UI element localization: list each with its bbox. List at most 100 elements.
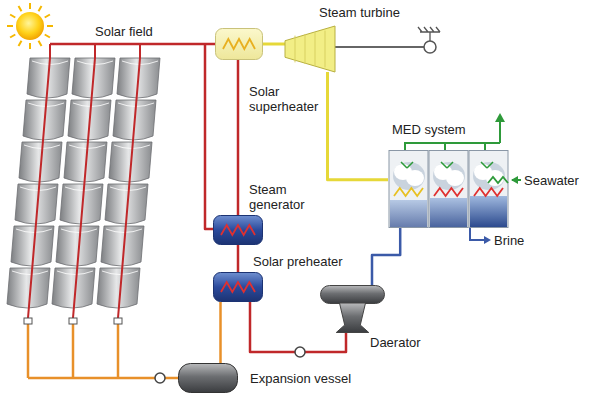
steam-turbine-outline <box>285 26 335 72</box>
parabolic-trough <box>73 44 95 318</box>
med-unit-outline <box>430 198 467 227</box>
oil-pipe <box>50 43 215 46</box>
component-label: Daerator <box>370 335 421 350</box>
pipe-connector <box>250 302 346 352</box>
med-unit-outline <box>401 162 413 168</box>
steam-turbine-outline <box>295 36 296 63</box>
steam-pipe <box>335 46 424 48</box>
parabolic-trough <box>57 271 93 275</box>
med-unit-outline <box>394 188 423 196</box>
expansion-vessel-outline <box>178 363 238 393</box>
steam-pipe <box>335 47 521 244</box>
med-unit-outline <box>488 177 508 183</box>
med-unit-outline <box>441 162 453 168</box>
heat-exchanger-outline <box>221 225 255 235</box>
med-unit-outline <box>446 170 464 186</box>
heat-exchanger-outline <box>213 215 263 245</box>
med-unit-outline <box>406 170 424 186</box>
stream-label: Seawater <box>524 173 579 188</box>
expansion-vessel: Expansion vessel <box>178 363 238 393</box>
steam-turbine-outline <box>315 32 316 65</box>
med-unit-outline <box>390 200 427 227</box>
sun-icon <box>10 15 15 18</box>
daerator-tank-outline <box>336 303 369 333</box>
med-unit-outline <box>434 188 463 196</box>
oil-pipe <box>205 44 213 229</box>
heat-exchanger-outline <box>213 272 263 302</box>
parabolic-trough <box>61 229 97 233</box>
pipe-connector <box>263 43 285 46</box>
pump-symbol <box>295 347 305 357</box>
sun-icon <box>47 25 53 27</box>
heat-exchanger: Solar superheater <box>215 28 263 60</box>
heat-exchanger-outline <box>214 216 263 245</box>
sun-icon <box>45 35 50 38</box>
pump-symbol <box>155 373 165 383</box>
daerator-tank: Daerator <box>320 285 385 333</box>
daerator-tank-outline <box>321 286 385 304</box>
electric-generator <box>424 41 436 53</box>
parabolic-trough <box>12 271 48 275</box>
parabolic-trough <box>102 271 138 275</box>
component-label: Solar superheater <box>249 84 323 114</box>
stream-label: Solar field <box>95 24 153 39</box>
component-label: Steam turbine <box>319 5 400 20</box>
sun-icon <box>39 6 42 11</box>
heat-exchanger-outline <box>214 273 263 302</box>
sun-icon <box>16 12 44 40</box>
electric-generator <box>418 27 440 53</box>
component-label: Expansion vessel <box>250 371 351 386</box>
heat-exchanger: Solar preheater <box>213 272 263 302</box>
parabolic-trough <box>28 44 50 318</box>
parabolic-trough <box>27 318 30 378</box>
sun-icon <box>7 25 13 27</box>
steam-pipe <box>495 113 505 122</box>
pipe-connector <box>372 228 400 285</box>
sun-icon <box>29 43 31 49</box>
med-unit-outline <box>469 151 508 228</box>
sun-icon <box>45 15 50 18</box>
steam-turbine-outline <box>325 31 326 68</box>
sun-icon <box>39 41 42 46</box>
parabolic-trough <box>16 229 52 233</box>
heat-exchanger-outline <box>215 28 263 60</box>
heat-exchanger-outline <box>216 29 263 60</box>
sun-icon <box>19 6 22 11</box>
daerator-tank-outline <box>320 285 385 333</box>
med-unit-outline <box>473 162 505 190</box>
heat-exchanger-outline <box>221 282 255 292</box>
steam-pipe <box>511 176 518 184</box>
parabolic-trough <box>24 318 32 324</box>
heat-exchanger-outline <box>223 39 255 49</box>
med-unit-outline <box>470 196 507 227</box>
component-label: MED system <box>392 122 466 137</box>
component-label: Steam generator <box>249 182 321 212</box>
med-unit-outline <box>433 162 465 190</box>
med-unit-outline <box>393 162 425 190</box>
med-unit-outline <box>481 162 493 168</box>
parabolic-trough <box>106 229 142 233</box>
pipe-connector <box>237 245 240 272</box>
sun-icon <box>19 41 22 46</box>
pipe-connector <box>219 302 222 363</box>
sun-icon <box>10 35 15 38</box>
med-unit-outline <box>388 150 510 228</box>
sun-icon <box>7 3 53 49</box>
steam-turbine-outline <box>305 34 306 64</box>
med-unit: MED system <box>388 150 510 228</box>
med-unit-outline <box>429 151 468 228</box>
stream-label: Brine <box>494 233 524 248</box>
parabolic-trough <box>114 318 122 324</box>
expansion-vessel-outline <box>179 364 238 393</box>
pipe-connector <box>237 60 240 215</box>
parabolic-trough <box>7 44 160 378</box>
parabolic-trough <box>118 44 140 318</box>
sun-icon <box>29 3 31 9</box>
med-unit-outline <box>389 151 428 228</box>
component-label: Solar preheater <box>253 254 343 269</box>
oil-pipe <box>28 44 215 378</box>
pipe-connector <box>328 72 389 180</box>
steam-turbine: Steam turbine <box>285 26 335 72</box>
steam-turbine-outline <box>285 26 335 72</box>
